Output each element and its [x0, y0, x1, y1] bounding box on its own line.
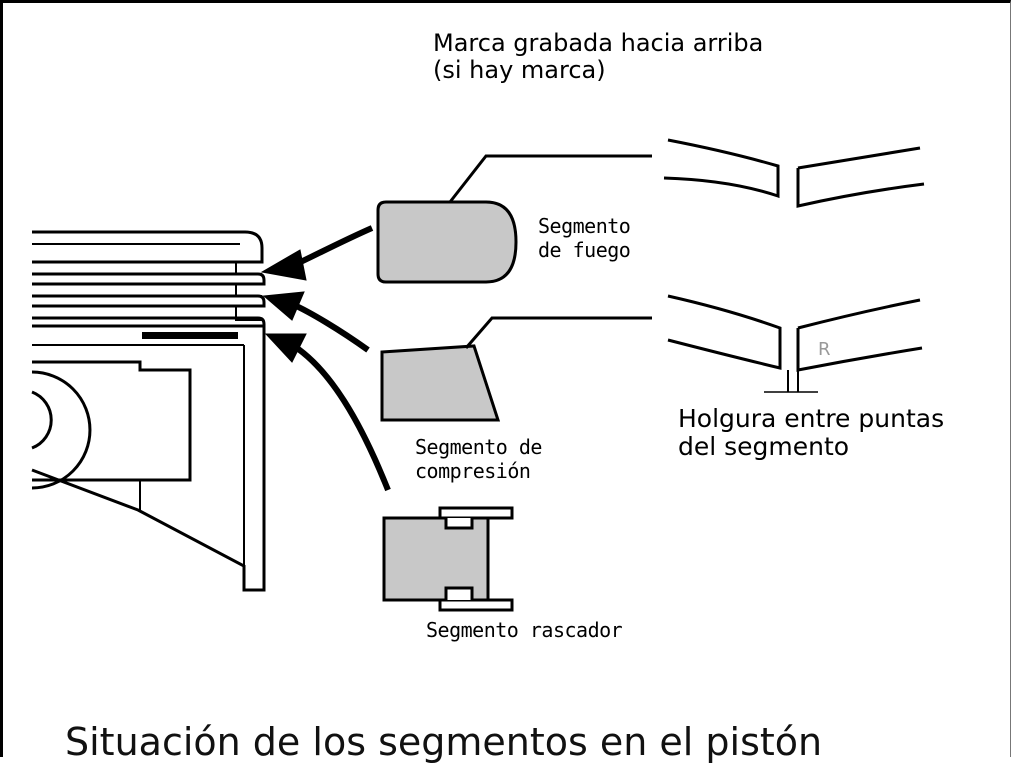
piston-pin-bore-outer: [31, 370, 92, 490]
piston-top-land: [32, 230, 264, 264]
piston-third-land: [32, 294, 266, 308]
leader-fire-ring: [448, 154, 652, 203]
piston-fourth-land: [32, 316, 266, 328]
second-ring-end-right: [796, 298, 923, 372]
end-gap-label: Holgura entre puntas del segmento: [678, 404, 945, 461]
oil-ring-upper-rail: [438, 506, 514, 520]
arrow-compression-ring-head: [262, 291, 305, 321]
arrow-compression-ring: [290, 301, 370, 353]
top-ring-end-right: [796, 146, 925, 208]
piston-oil-slot: [142, 332, 238, 339]
oil-ring-lower-rail: [438, 598, 514, 612]
arrow-fire-ring: [290, 225, 374, 269]
piston-second-land: [32, 272, 266, 286]
fire-ring-section: [376, 200, 518, 284]
ring-gap-details: [663, 138, 925, 393]
leader-compression-ring: [464, 316, 652, 349]
top-ring-end-left: [663, 138, 780, 199]
compression-ring-section: [380, 344, 501, 422]
oil-ring-upper-lip: [444, 518, 474, 530]
arrow-oil-ring: [292, 343, 391, 492]
ring-sections: [376, 200, 518, 612]
ring-mark-r: R: [818, 339, 831, 360]
oil-ring-label: Segmento rascador: [426, 618, 623, 642]
piston-pin-boss: [32, 360, 192, 482]
engraved-mark-label: Marca grabada hacia arriba (si hay marca…: [433, 29, 764, 84]
arrow-oil-ring-head: [264, 333, 307, 363]
piston-groove-1: [235, 262, 262, 275]
piston: [31, 230, 266, 592]
oil-ring-section: [382, 516, 490, 602]
ring-arrows: [260, 225, 391, 492]
diagram-caption: Situación de los segmentos en el pistón: [65, 720, 823, 764]
piston-pin-bore-inner: [31, 390, 53, 450]
arrow-fire-ring-head: [260, 249, 307, 281]
piston-groove-2: [235, 284, 262, 297]
leader-lines: [448, 154, 652, 349]
piston-skirt: [31, 326, 266, 592]
fire-ring-label: Segmento de fuego: [538, 214, 631, 262]
compression-ring-label: Segmento de compresión: [415, 435, 542, 483]
second-ring-end-left: [667, 294, 782, 370]
piston-groove-3: [235, 306, 262, 321]
oil-ring-lower-lip: [444, 586, 474, 600]
